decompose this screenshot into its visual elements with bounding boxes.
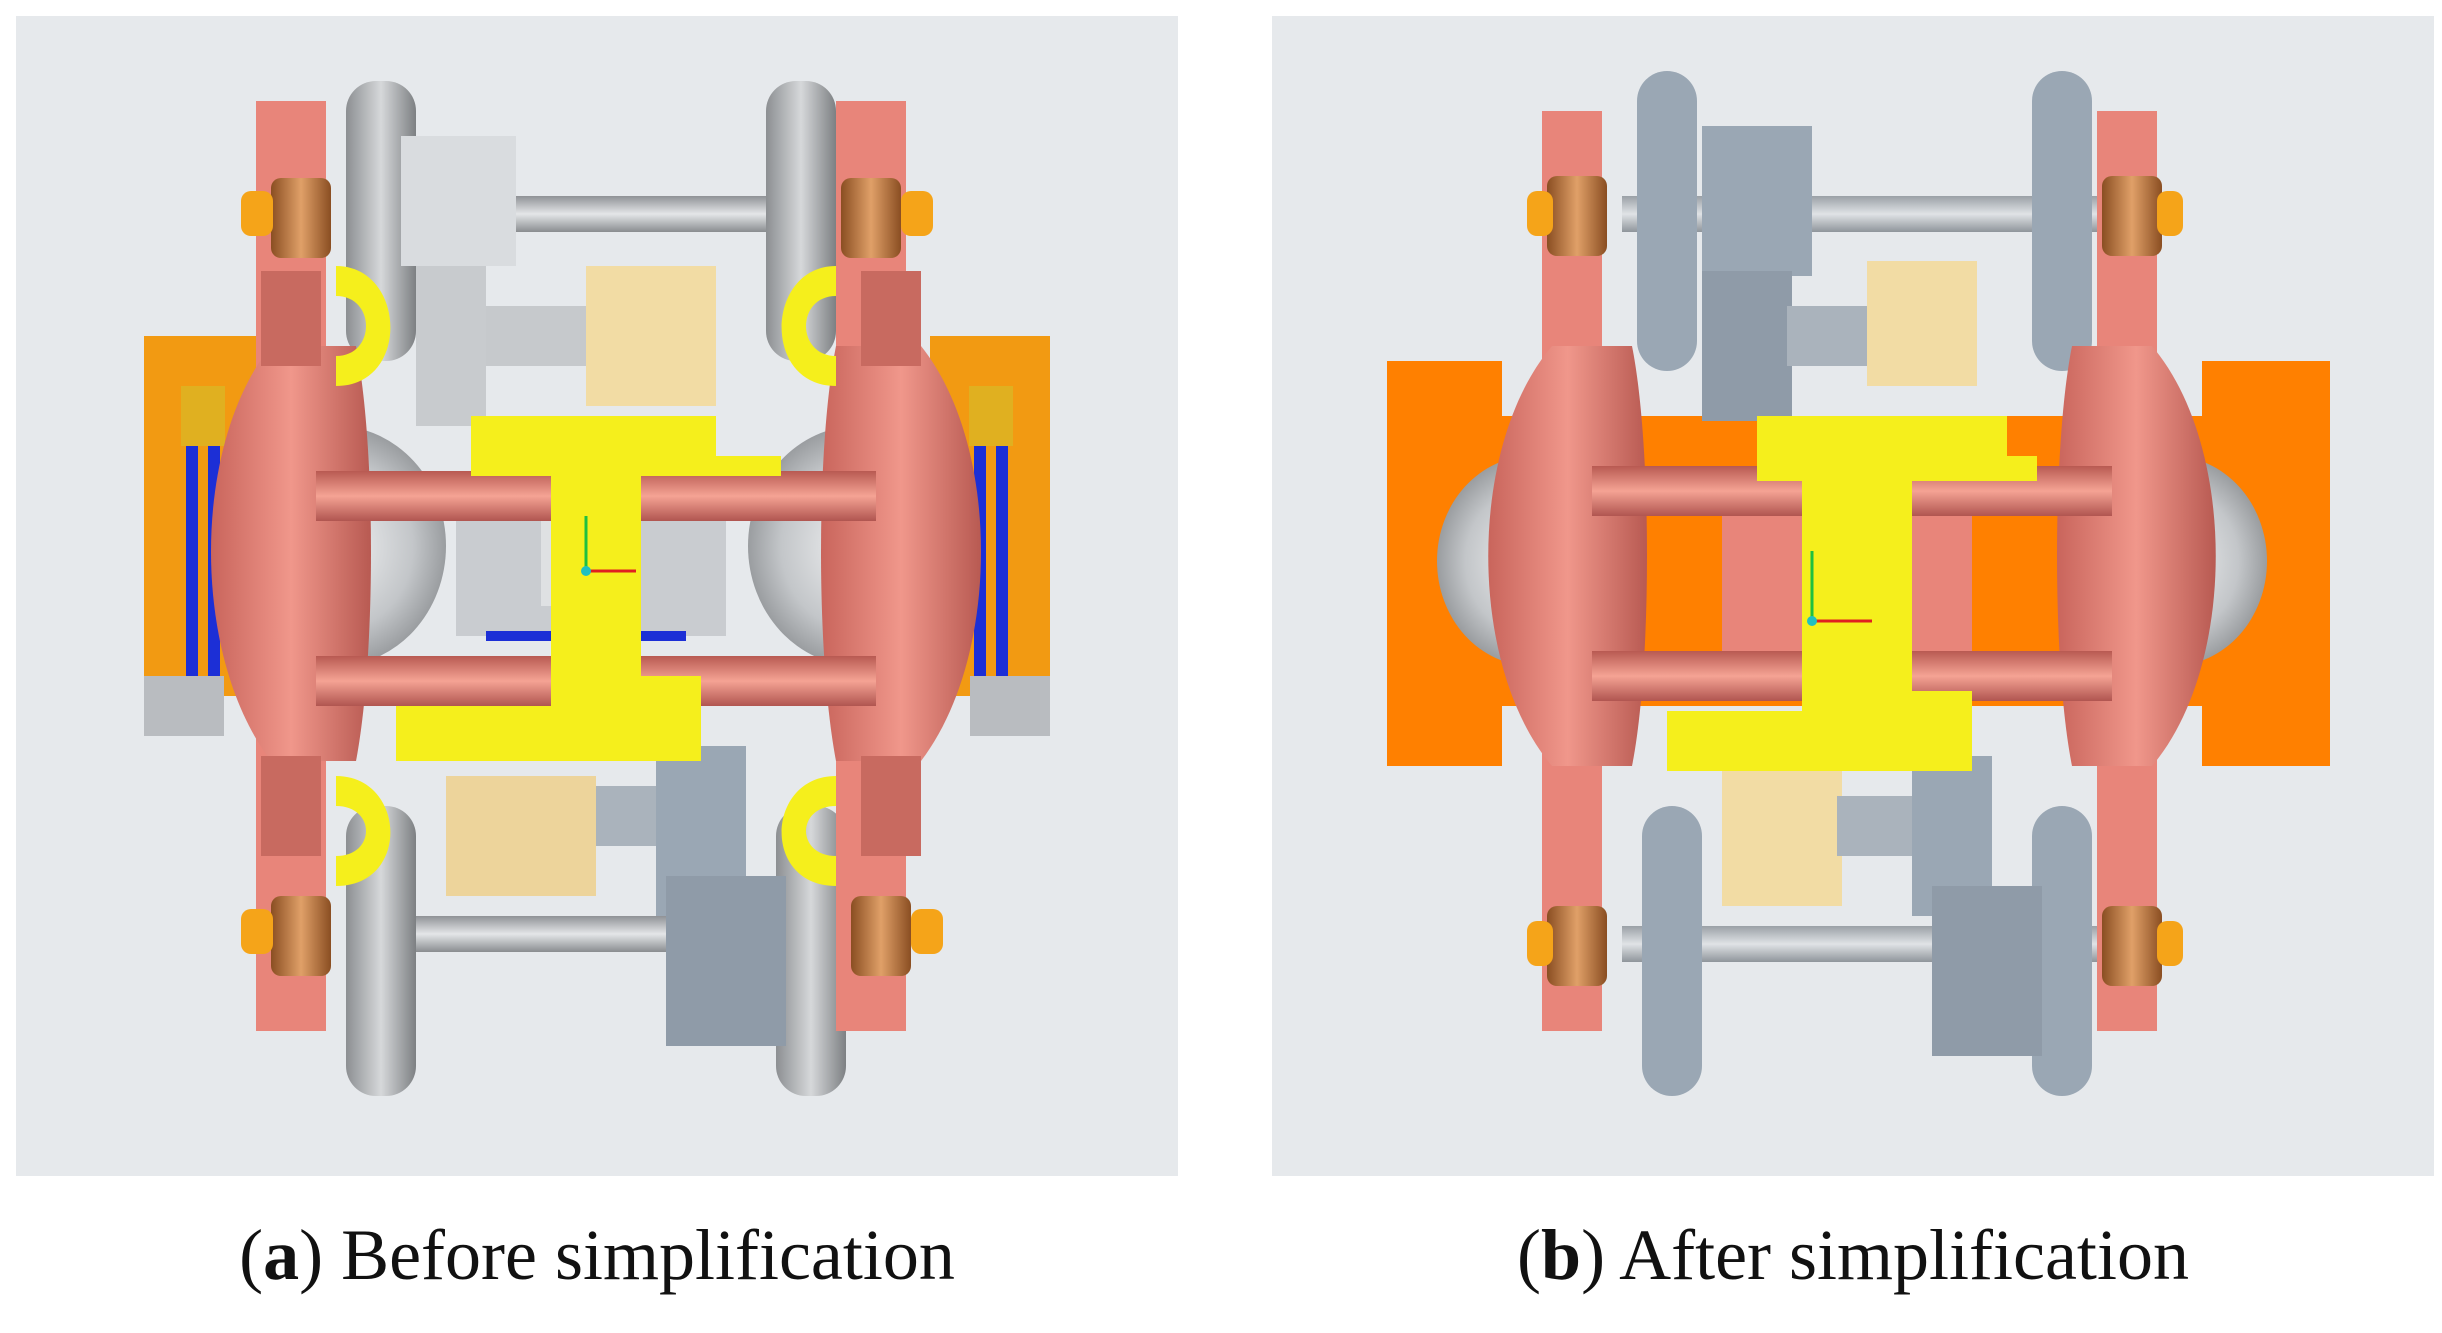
bogie-model-simplified [1387,71,2330,1096]
origin-marker [1807,616,1817,626]
bolster [1667,416,2037,771]
wheel-top-right [2032,71,2092,371]
wheel-bottom-left [1642,806,1702,1096]
panel-after-simplification [1272,16,2434,1176]
caption-b-letter: b [1541,1215,1582,1295]
gearbox-bottom [446,776,596,896]
coupling-top [1787,306,1867,366]
caption-a: (a) Before simplification [239,1215,955,1295]
gearbox-bottom [1722,766,1842,906]
wheel-bottom-right [2032,806,2092,1096]
caption-b: (b) After simplification [1517,1215,2189,1295]
gearbox-housing-bottom [666,876,786,1046]
coupling-top [486,306,596,366]
axle-cap-bottom-left [241,909,273,954]
axle-box-bottom-left [271,896,331,976]
coupling-bottom [1837,796,1917,856]
axle-box-bottom-left [1547,906,1607,986]
damper-mount-right [969,386,1013,446]
axle-cap-bottom-right [2157,921,2183,966]
axle-cap-top-left [1527,191,1553,236]
frame-link-right-bottom [861,756,921,856]
motor-top [1702,271,1792,421]
bracket-left [144,676,224,736]
spring-clip-top-left [336,266,391,386]
gearbox-housing-top [1702,126,1812,276]
frame-link-left-bottom [261,756,321,856]
axle-cap-top-left [241,191,273,236]
axle-cap-top-right [2157,191,2183,236]
damper-left-1 [186,446,198,676]
spring-clip-bottom-left [336,776,391,886]
caption-a-letter: a [263,1215,300,1295]
spring-clip-bottom-right [781,776,836,886]
gearbox-top [586,266,716,406]
damper-mount-left [181,386,225,446]
origin-marker [581,566,591,576]
bracket-right [970,676,1050,736]
spring-clip-top-right [781,266,836,386]
axle-cap-top-right [901,191,933,236]
axle-box-top-left [271,178,331,258]
caption-a-text: Before simplification [341,1215,955,1295]
panel-before-simplification [16,16,1178,1176]
axle-box-top-left [1547,176,1607,256]
bogie-model-detailed [144,81,1050,1096]
damper-right-2 [996,446,1008,676]
gearbox-top [1867,261,1977,386]
axle-box-top-right [2102,176,2162,256]
wheel-top-left [1637,71,1697,371]
frame-link-right-top [861,271,921,366]
axle-box-bottom-right [851,896,911,976]
frame-link-left-top [261,271,321,366]
axle-cap-bottom-right [911,909,943,954]
gearbox-housing-top [401,136,516,266]
bolster [396,416,781,761]
gearbox-housing-bottom [1932,886,2042,1056]
axle-cap-bottom-left [1527,921,1553,966]
caption-b-text: After simplification [1619,1215,2189,1295]
axle-box-top-right [841,178,901,258]
motor-housing-top [416,266,486,426]
axle-box-bottom-right [2102,906,2162,986]
